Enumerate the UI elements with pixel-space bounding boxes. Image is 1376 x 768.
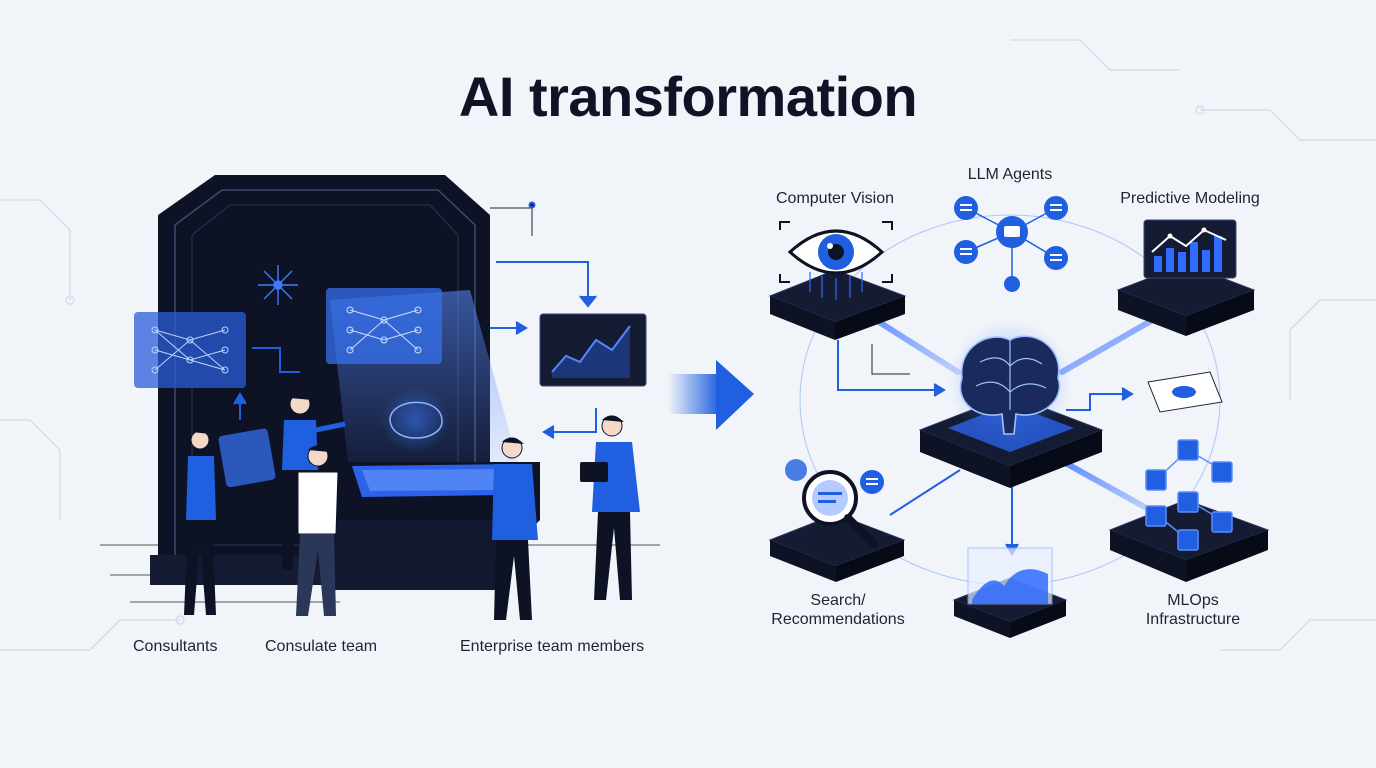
line-chart-monitor-icon [540, 314, 646, 386]
hologram-brain-icon [381, 386, 449, 454]
line-chart-icon [1144, 220, 1236, 278]
llm-agents-node [954, 196, 1068, 292]
llm-agents-label: LLM Agents [940, 166, 1080, 184]
network-node-icon [258, 265, 298, 305]
enterprise-team-members-label: Enterprise team members [460, 638, 644, 656]
transformation-arrow-icon [668, 360, 754, 430]
consulate-team-label: Consulate team [265, 638, 377, 656]
chat-network-icon [954, 196, 1068, 292]
consultants-label: Consultants [133, 638, 218, 656]
search-recommendations-node [770, 459, 904, 582]
neural-network-panel-icon [134, 312, 246, 388]
mlops-infrastructure-node [1110, 440, 1268, 582]
right-scene [770, 196, 1268, 638]
left-scene [100, 175, 660, 620]
page-title: AI transformation [0, 64, 1376, 129]
predictive-modeling-node [1118, 220, 1254, 336]
predictive-modeling-label: Predictive Modeling [1110, 190, 1270, 208]
enterprise-team-person-figure [492, 415, 640, 620]
data-card-icon [1148, 372, 1222, 412]
mlops-infrastructure-label: MLOps Infrastructure [1120, 591, 1266, 629]
data-analytics-node [954, 548, 1066, 638]
brain-icon [948, 320, 1072, 444]
computer-vision-label: Computer Vision [760, 190, 910, 208]
neural-network-hologram-icon [326, 288, 442, 364]
search-recommendations-label: Search/ Recommendations [750, 591, 926, 629]
